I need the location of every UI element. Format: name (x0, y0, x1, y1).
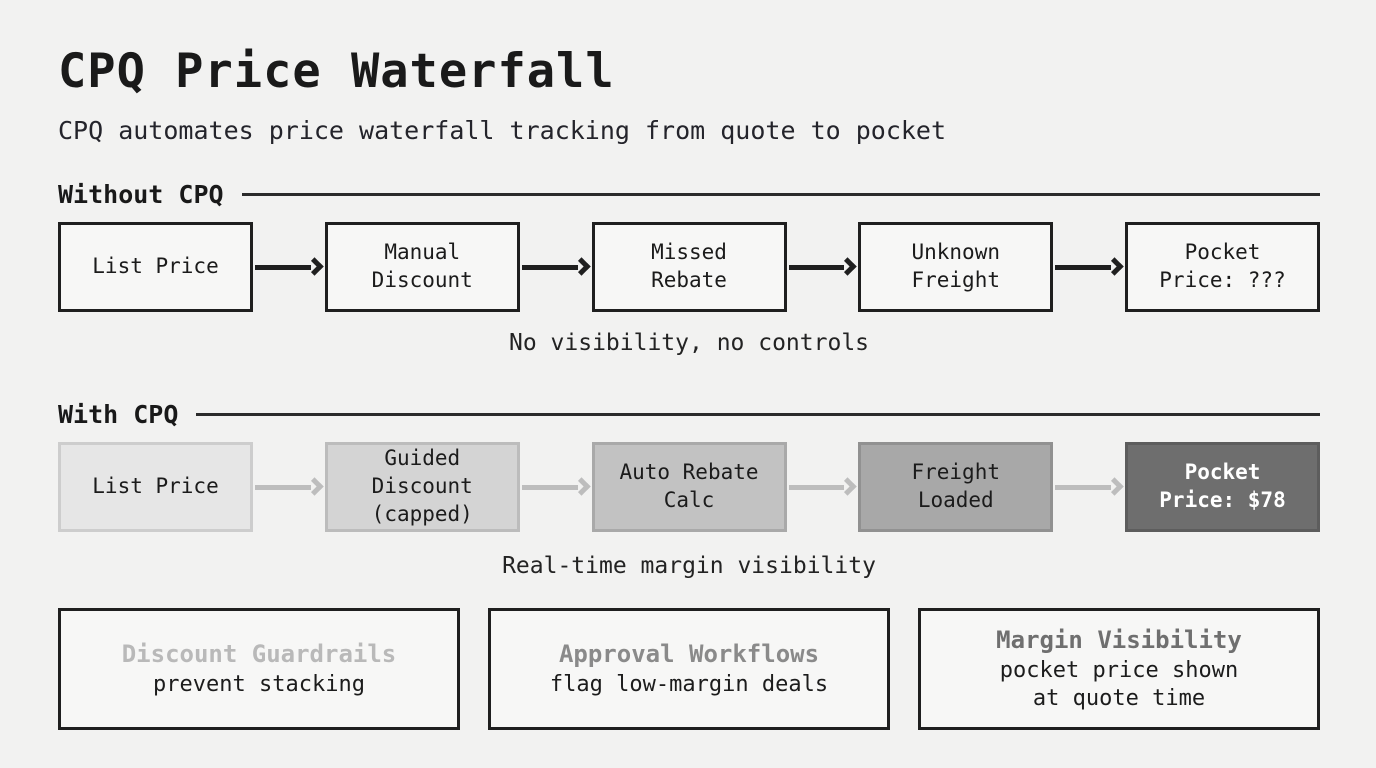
feature-card-title: Margin Visibility (996, 625, 1242, 654)
caption-without-cpq: No visibility, no controls (508, 330, 870, 356)
feature-card-title: Approval Workflows (558, 639, 820, 668)
feature-card-row: Discount Guardrails prevent stacking App… (58, 608, 1320, 730)
arrow-icon (1053, 476, 1125, 498)
section-divider-with-cpq (196, 413, 1320, 416)
flow-node-auto-rebate-calc[interactable]: Auto Rebate Calc (591, 442, 787, 532)
arrow-icon (787, 476, 859, 498)
flow-node-list-price-without[interactable]: List Price (58, 222, 253, 312)
flow-node-unknown-freight[interactable]: Unknown Freight (858, 222, 1054, 312)
feature-card-body: flag low-margin deals (549, 671, 829, 697)
page-subtitle: CPQ automates price waterfall tracking f… (58, 116, 947, 145)
section-header-without-cpq: Without CPQ (58, 180, 1320, 209)
flow-node-manual-discount[interactable]: Manual Discount (324, 222, 520, 312)
feature-card-title: Discount Guardrails (121, 639, 397, 668)
flow-node-missed-rebate[interactable]: Missed Rebate (591, 222, 787, 312)
arrow-icon (253, 256, 325, 278)
flow-node-pocket-price-value[interactable]: Pocket Price: $78 (1125, 442, 1320, 532)
feature-card-approval-workflows[interactable]: Approval Workflows flag low-margin deals (488, 608, 890, 730)
feature-card-body: pocket price shown at quote time (999, 657, 1239, 711)
page-title: CPQ Price Waterfall (58, 44, 615, 99)
section-header-with-cpq: With CPQ (58, 400, 1320, 429)
flow-node-freight-loaded[interactable]: Freight Loaded (858, 442, 1054, 532)
flow-row-without-cpq: List Price Manual Discount Missed Rebate… (58, 222, 1320, 312)
arrow-icon (253, 476, 325, 498)
arrow-icon (1053, 256, 1125, 278)
section-divider-without-cpq (241, 193, 1320, 196)
arrow-icon (520, 256, 592, 278)
flow-node-guided-discount[interactable]: Guided Discount (capped) (324, 442, 520, 532)
feature-card-discount-guardrails[interactable]: Discount Guardrails prevent stacking (58, 608, 460, 730)
flow-row-with-cpq: List Price Guided Discount (capped) Auto… (58, 442, 1320, 532)
caption-with-cpq: Real-time margin visibility (502, 553, 876, 579)
section-label-with-cpq: With CPQ (58, 400, 179, 429)
feature-card-body: prevent stacking (153, 671, 365, 697)
arrow-icon (520, 476, 592, 498)
section-label-without-cpq: Without CPQ (58, 180, 224, 209)
feature-card-margin-visibility[interactable]: Margin Visibility pocket price shown at … (918, 608, 1320, 730)
arrow-icon (787, 256, 859, 278)
flow-node-list-price-with[interactable]: List Price (58, 442, 253, 532)
flow-node-pocket-price-unknown[interactable]: Pocket Price: ??? (1125, 222, 1320, 312)
